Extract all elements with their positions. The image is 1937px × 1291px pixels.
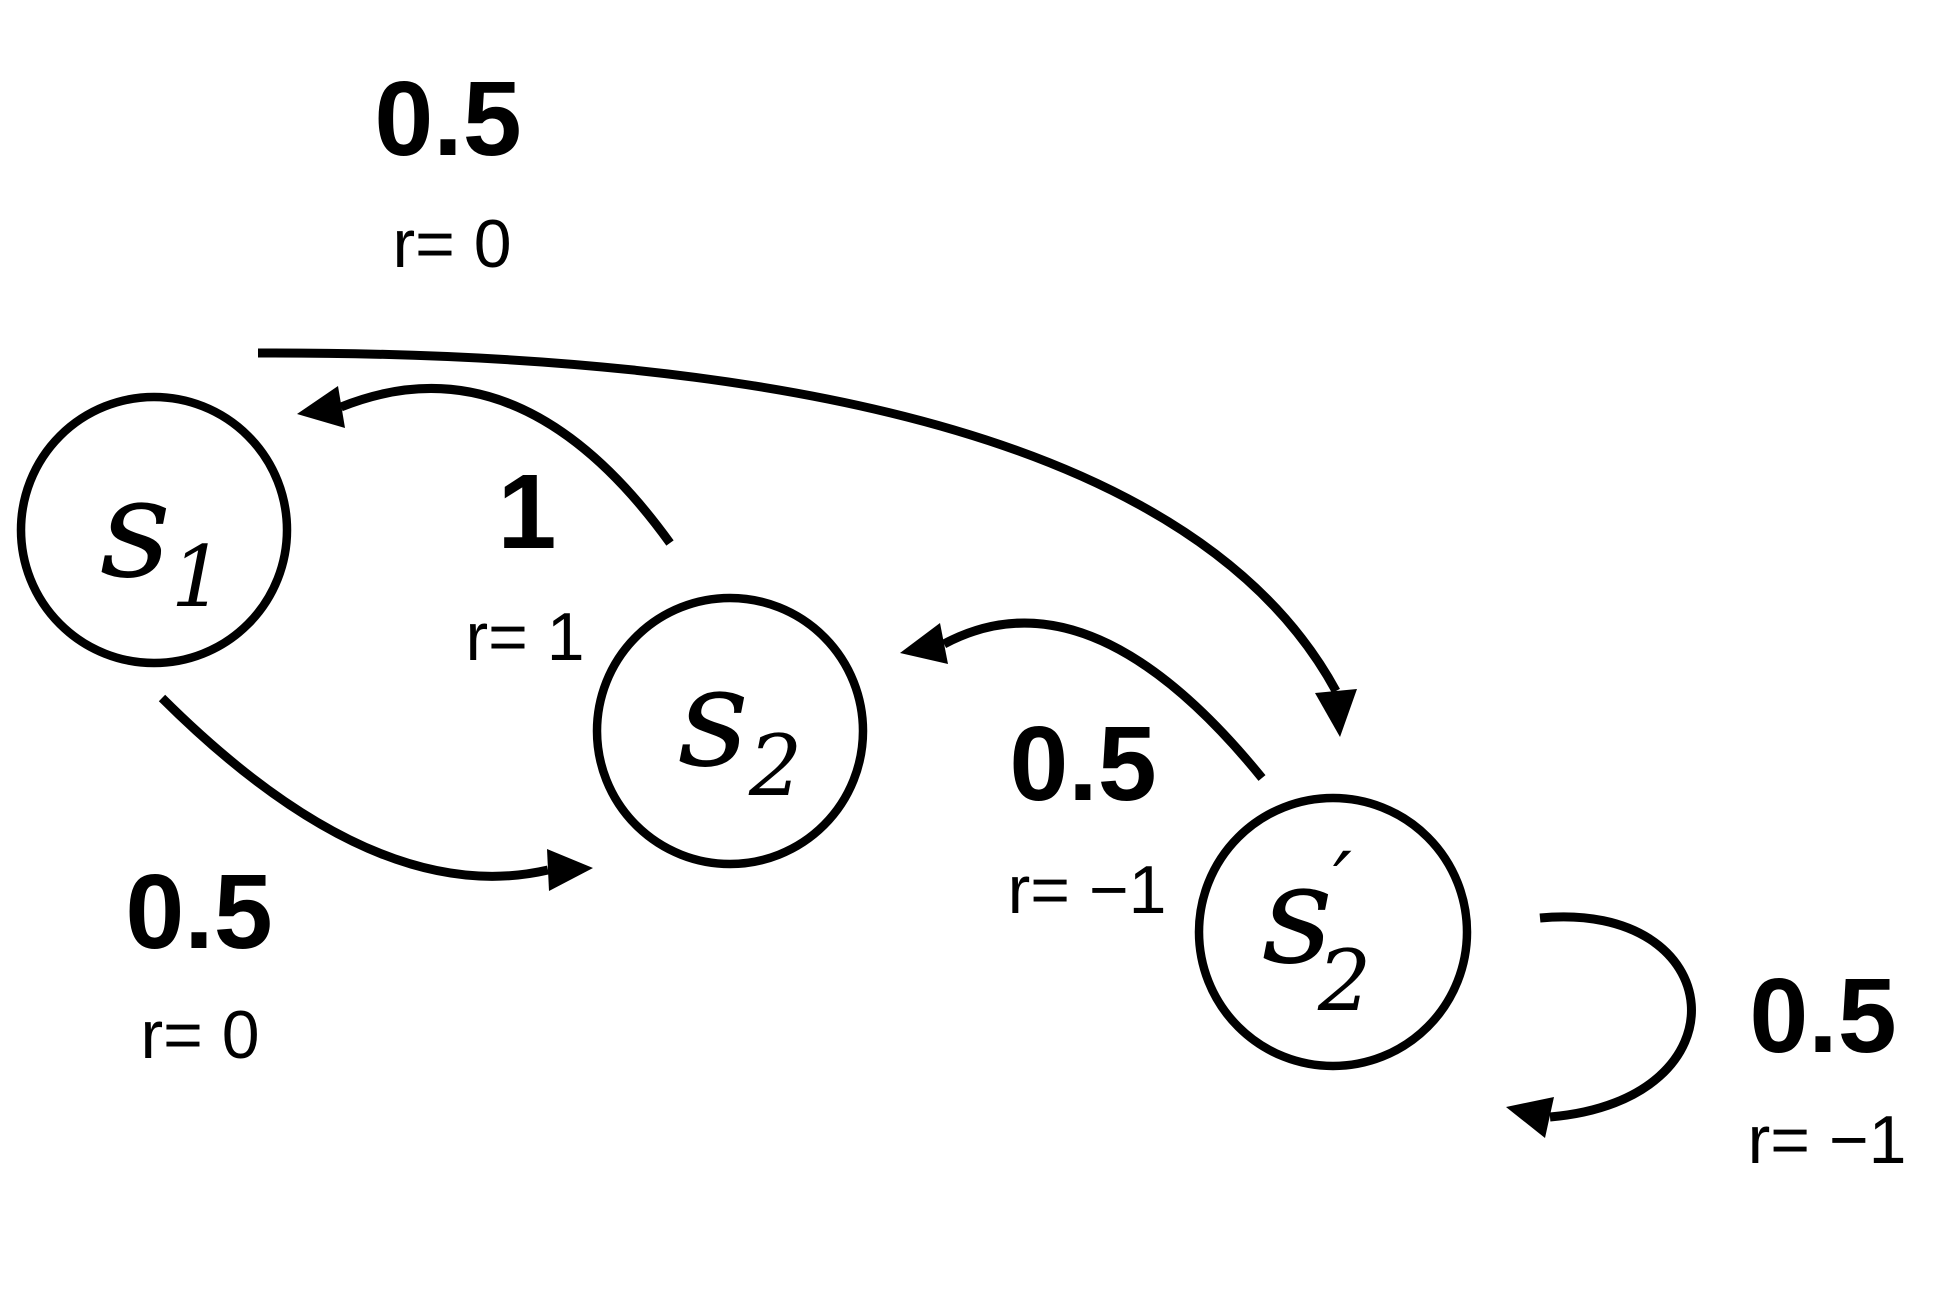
arrow-s2prime-to-s2-curve (941, 618, 1266, 781)
state-label-s2-prime-subscript: 2 (1317, 932, 1371, 1030)
transition-labels: 0.5 r= 0 1 r= 1 0.5 r= 0 0.5 r= −1 0.5 r… (125, 60, 1906, 1178)
arrow-s2prime-self-loop-head-icon (1506, 1097, 1554, 1138)
reward-label-s2prime-to-s2: r= −1 (1008, 852, 1167, 928)
arrow-s1-to-s2prime-head-icon (1315, 689, 1357, 737)
state-label-s2-subscript: 2 (748, 717, 802, 815)
state-label-s2-prime-mark: ′ (1333, 834, 1352, 932)
arrow-s1-to-s2prime-curve (257, 348, 1340, 694)
state-label-s2-prime-base: s (1262, 834, 1333, 995)
state-node-s1 (16, 392, 292, 668)
arrow-s2prime-self-loop-curve (1539, 912, 1696, 1122)
arrow-s2-to-s1-curve (339, 384, 674, 546)
state-labels: s1 s2 s′2 (100, 448, 1371, 1030)
prob-label-s2-to-s1: 1 (498, 453, 557, 571)
state-label-s1: s1 (100, 448, 224, 626)
reward-label-s1-to-s2: r= 0 (140, 997, 259, 1073)
arrow-s2prime-to-s2 (900, 618, 1266, 781)
arrow-s2-to-s1 (297, 384, 674, 546)
reward-label-s2-to-s1: r= 1 (465, 599, 584, 675)
reward-label-s1-to-s2prime: r= 0 (392, 206, 511, 282)
state-node-s2 (592, 593, 868, 869)
arrow-s1-to-s2prime (257, 348, 1357, 737)
transition-arrows (158, 348, 1696, 1138)
state-label-s1-subscript: 1 (171, 528, 224, 626)
prob-label-s1-to-s2: 0.5 (125, 853, 272, 971)
prob-label-s1-to-s2prime: 0.5 (374, 60, 521, 178)
prob-label-s2prime-to-s2: 0.5 (1009, 705, 1156, 823)
arrow-s2prime-self-loop (1506, 912, 1696, 1138)
reward-label-s2prime-self-loop: r= −1 (1748, 1102, 1907, 1178)
state-label-s1-base: s (100, 448, 171, 609)
arrow-s1-to-s2 (158, 694, 593, 891)
arrow-s1-to-s2-curve (158, 694, 550, 881)
state-nodes (16, 392, 1472, 1071)
prob-label-s2prime-self-loop: 0.5 (1749, 957, 1896, 1075)
state-label-s2-prime: s′2 (1262, 834, 1371, 1030)
arrow-s2prime-to-s2-head-icon (900, 623, 948, 664)
state-label-s2: s2 (678, 637, 802, 815)
arrow-s1-to-s2-head-icon (547, 849, 593, 891)
state-label-s2-base: s (678, 637, 749, 798)
state-node-s2-prime (1194, 793, 1472, 1071)
arrow-s2-to-s1-head-icon (297, 386, 345, 428)
